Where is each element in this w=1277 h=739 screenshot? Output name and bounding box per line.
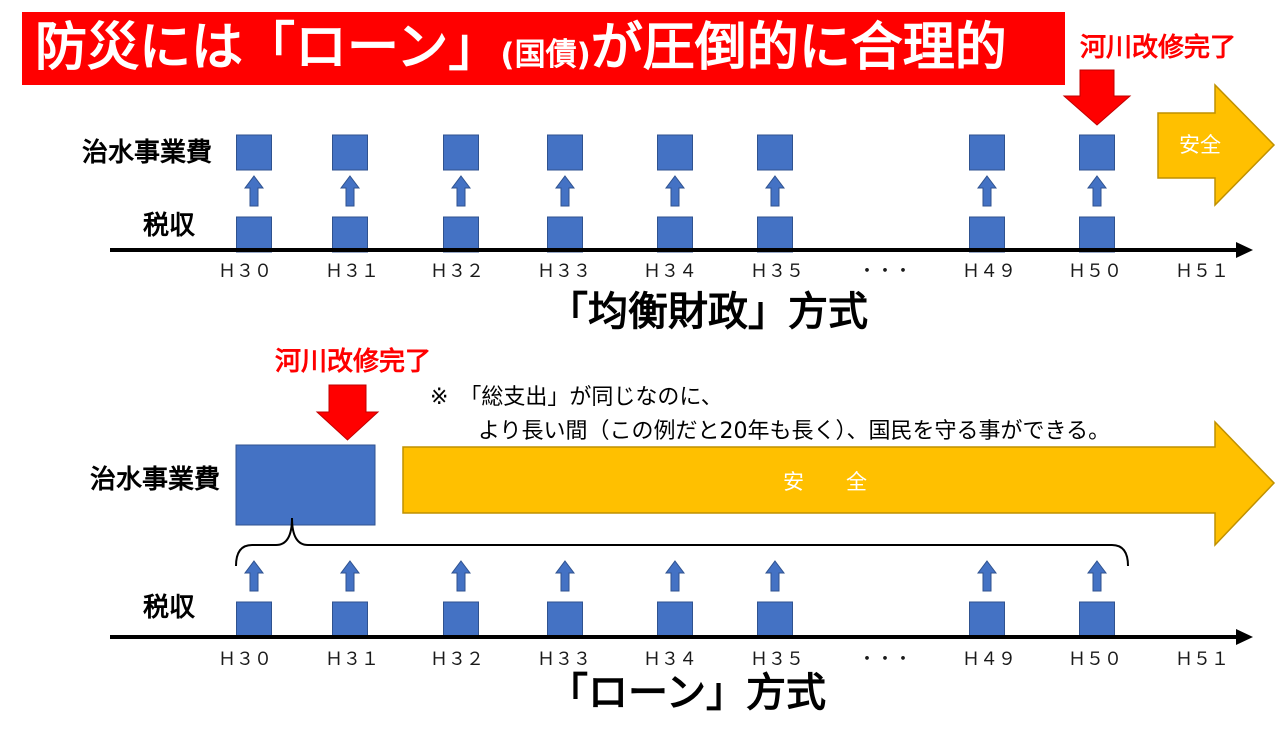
completion-down-arrow-icon <box>1062 69 1132 126</box>
tick-label: Ｈ５０ <box>1068 261 1122 282</box>
up-arrow-icon <box>244 175 264 207</box>
tax-revenue-block <box>332 601 368 638</box>
tax-revenue-block <box>443 601 479 638</box>
up-arrow-icon <box>665 175 685 207</box>
up-arrow-icon <box>451 560 471 592</box>
flood-control-block <box>657 134 693 171</box>
timeline-axis-arrowhead-icon <box>1236 242 1253 258</box>
flood-control-lump-block <box>235 444 376 526</box>
completion-label: 河川改修完了 <box>1080 33 1237 63</box>
tick-label: Ｈ５１ <box>1175 261 1229 282</box>
note-line: より長い間（この例だと20年も長く）、国民を守る事ができる。 <box>478 419 1111 444</box>
up-arrow-icon <box>340 560 360 592</box>
up-arrow-icon <box>244 560 264 592</box>
flood-control-label: 治水事業費 <box>90 465 221 495</box>
flood-control-block <box>236 134 272 171</box>
up-arrow-icon <box>977 175 997 207</box>
tax-revenue-block <box>969 216 1005 253</box>
flood-control-block <box>332 134 368 171</box>
tick-label: Ｈ３４ <box>643 649 697 670</box>
flood-control-block <box>547 134 583 171</box>
up-arrow-icon <box>555 560 575 592</box>
flood-control-label: 治水事業費 <box>82 138 213 168</box>
completion-label: 河川改修完了 <box>275 347 432 377</box>
tax-revenue-block <box>657 216 693 253</box>
tick-label: Ｈ３０ <box>218 261 272 282</box>
flood-control-block <box>757 134 793 171</box>
tick-label: Ｈ４９ <box>962 649 1016 670</box>
tick-ellipsis: ・・・ <box>858 649 912 670</box>
tick-label: Ｈ３４ <box>643 261 697 282</box>
completion-down-arrow-icon <box>315 384 380 441</box>
tax-revenue-label: 税収 <box>143 211 196 241</box>
tax-revenue-block <box>1079 601 1115 638</box>
tax-revenue-label: 税収 <box>143 593 196 623</box>
tax-revenue-block <box>657 601 693 638</box>
tax-revenue-block <box>547 216 583 253</box>
tick-label: Ｈ３３ <box>537 261 591 282</box>
timeline-axis-arrowhead-icon <box>1236 629 1253 645</box>
up-arrow-icon <box>977 560 997 592</box>
tax-revenue-block <box>1079 216 1115 253</box>
title-banner: 防災には「ローン」(国債)が圧倒的に合理的 <box>22 12 1065 85</box>
up-arrow-icon <box>555 175 575 207</box>
tick-label: Ｈ３５ <box>750 649 804 670</box>
up-arrow-icon <box>451 175 471 207</box>
curly-brace-icon <box>235 517 1129 567</box>
tax-revenue-block <box>757 601 793 638</box>
safe-label: 安 全 <box>783 470 867 494</box>
safe-label: 安全 <box>1179 133 1221 157</box>
tax-revenue-block <box>332 216 368 253</box>
balanced-budget-method-title: 「均衡財政」方式 <box>548 289 868 335</box>
tick-label: Ｈ３１ <box>325 649 379 670</box>
tick-label: Ｈ５１ <box>1175 649 1229 670</box>
flood-control-block <box>969 134 1005 171</box>
safe-period-right-arrow <box>402 420 1276 547</box>
title-aside: (国債) <box>500 37 591 73</box>
tax-revenue-block <box>969 601 1005 638</box>
page-title: 防災には「ローン」(国債)が圧倒的に合理的 <box>35 12 1007 85</box>
tick-label: Ｈ４９ <box>962 261 1016 282</box>
tick-label: Ｈ３５ <box>750 261 804 282</box>
tick-ellipsis: ・・・ <box>858 261 912 282</box>
up-arrow-icon <box>665 560 685 592</box>
up-arrow-icon <box>765 175 785 207</box>
tick-label: Ｈ３２ <box>430 261 484 282</box>
loan-method-title: 「ローン」方式 <box>548 670 826 716</box>
tick-label: Ｈ３１ <box>325 261 379 282</box>
tax-revenue-block <box>236 216 272 253</box>
tax-revenue-block <box>547 601 583 638</box>
tax-revenue-block <box>443 216 479 253</box>
note-line: ※ 「総支出」が同じなのに、 <box>430 385 723 410</box>
tax-revenue-block <box>236 601 272 638</box>
loan-blocks <box>236 560 1115 638</box>
tick-label: Ｈ３２ <box>430 649 484 670</box>
tick-label: Ｈ５０ <box>1068 649 1122 670</box>
safe-period-right-arrow <box>1157 83 1276 207</box>
title-lead: 防災には「ローン」 <box>35 18 501 78</box>
title-tail: が圧倒的に合理的 <box>590 18 1007 78</box>
tick-label: Ｈ３０ <box>218 649 272 670</box>
up-arrow-icon <box>1087 560 1107 592</box>
up-arrow-icon <box>340 175 360 207</box>
up-arrow-icon <box>1087 175 1107 207</box>
balanced-budget-blocks <box>236 134 1115 253</box>
flood-control-block <box>1079 134 1115 171</box>
up-arrow-icon <box>765 560 785 592</box>
flood-control-block <box>443 134 479 171</box>
tax-revenue-block <box>757 216 793 253</box>
tick-label: Ｈ３３ <box>537 649 591 670</box>
